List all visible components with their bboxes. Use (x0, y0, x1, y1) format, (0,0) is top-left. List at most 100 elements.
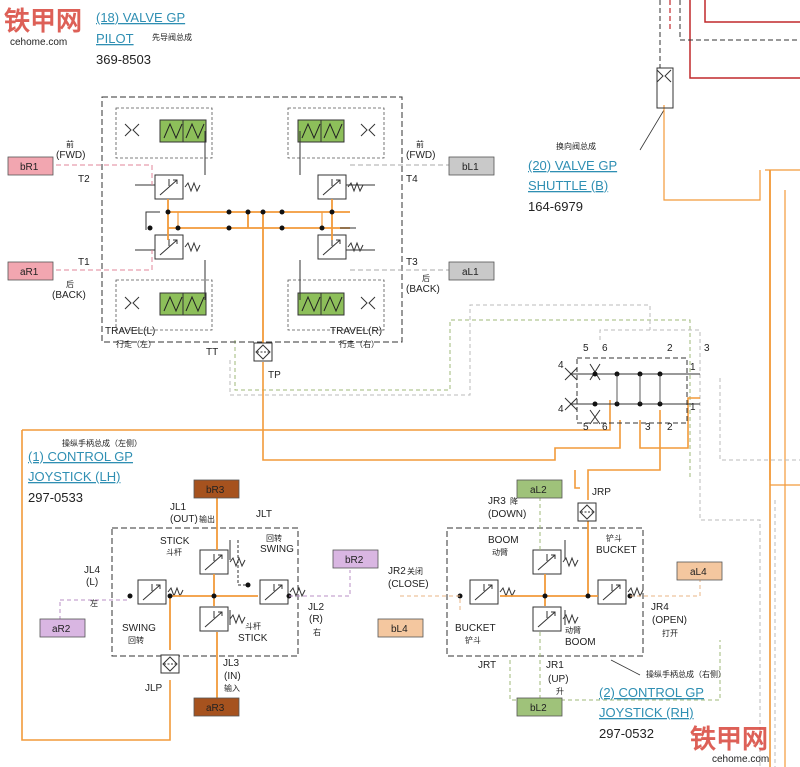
bucket-bottom: BUCKET (455, 623, 496, 634)
shuttle-port-6-top: 6 (602, 343, 608, 354)
jr1-cn: 升 (556, 687, 564, 696)
boom-bottom: BOOM (565, 637, 596, 648)
watermark-brand-bottom: 铁甲网 (690, 724, 768, 755)
jr2-cn: 关闭 (407, 566, 423, 576)
joy-rh-title-1: (2) CONTROL GP (599, 685, 704, 700)
watermark-site-top: cehome.com (10, 37, 67, 48)
port-t1: T1 (78, 257, 90, 268)
svg-text:aR1: aR1 (20, 267, 39, 278)
travel-r-cn: 行走（右） (339, 339, 379, 349)
port-tp: TP (268, 370, 281, 381)
boom-label: BOOM (488, 535, 519, 546)
jrp: JRP (592, 487, 611, 498)
svg-text:bR1: bR1 (20, 162, 39, 173)
joy-rh-title-2: JOYSTICK (RH) (599, 705, 694, 720)
stick-label: STICK (160, 536, 190, 547)
stick-bottom: STICK (238, 633, 268, 644)
joy-lh-title-cn: 操纵手柄总成（左侧） (62, 438, 142, 448)
jl2: JL2 (308, 602, 325, 613)
shuttle-port-2-top: 2 (667, 343, 673, 354)
svg-text:bL2: bL2 (530, 703, 547, 714)
shuttle-port-4-a: 4 (558, 360, 564, 371)
svg-text:aL2: aL2 (530, 485, 547, 496)
shuttle-part-no: 164-6979 (528, 199, 583, 214)
svg-text:aR2: aR2 (52, 624, 71, 635)
back-cn-right: 后 (422, 273, 430, 283)
joy-lh-part-no: 297-0533 (28, 490, 83, 505)
tag-al2: aL2 (516, 479, 563, 499)
swing-bottom: SWING (122, 623, 156, 634)
travel-r: TRAVEL(R) (330, 326, 382, 337)
jr2: JR2 (388, 566, 406, 577)
jlp: JLP (145, 683, 163, 694)
tag-bl4: bL4 (377, 618, 424, 638)
jl2-r: (R) (309, 614, 323, 625)
jr2-close: (CLOSE) (388, 579, 429, 590)
jr3-cn: 降 (510, 496, 518, 506)
svg-text:aL1: aL1 (462, 267, 479, 278)
pilot-title-1: (18) VALVE GP (96, 10, 185, 25)
travel-l: TRAVEL(L) (105, 326, 155, 337)
svg-text:bL1: bL1 (462, 162, 479, 173)
svg-text:bL4: bL4 (391, 624, 408, 635)
stick-bottom-cn: 斗杆 (245, 621, 261, 631)
jl4-cn: 左 (90, 598, 98, 608)
back-left: (BACK) (52, 290, 86, 301)
port-t3: T3 (406, 257, 418, 268)
swing-bottom-cn: 回转 (128, 635, 144, 645)
jr1: JR1 (546, 660, 564, 671)
boom-bottom-cn: 动臂 (565, 625, 581, 635)
joy-rh-title-cn: 操纵手柄总成（右侧） (646, 669, 726, 679)
jr1-up: (UP) (548, 674, 569, 685)
pilot-part-no: 369-8503 (96, 52, 151, 67)
jr4: JR4 (651, 602, 669, 613)
joy-lh-title-2: JOYSTICK (LH) (28, 469, 120, 484)
back-cn-left: 后 (66, 279, 74, 289)
shuttle-port-5-top: 5 (583, 343, 589, 354)
joystick-rh-group (400, 497, 701, 700)
travel-l-cn: 行走（左） (116, 339, 156, 349)
fwd-left: (FWD) (56, 150, 85, 161)
bucket-bottom-cn: 铲斗 (465, 635, 481, 645)
jl3-in: (IN) (224, 671, 241, 682)
tag-br2: bR2 (332, 549, 379, 569)
shuttle-port-3-top: 3 (704, 343, 710, 354)
tag-al4: aL4 (676, 561, 723, 581)
jr4-cn: 打开 (662, 628, 678, 638)
tag-br1: bR1 (7, 156, 54, 176)
jlt: JLT (256, 509, 272, 520)
joy-rh-part-no: 297-0532 (599, 726, 654, 741)
watermark-site-bottom: cehome.com (712, 754, 769, 765)
jl3: JL3 (223, 658, 240, 669)
bucket-cn-top: 铲斗 (606, 533, 622, 543)
swing-cn-top: 回转 (266, 533, 282, 543)
joystick-lh-group (59, 496, 351, 700)
jl1-cn: 输出 (199, 514, 215, 524)
pilot-valve-group (40, 96, 450, 362)
tag-bl2: bL2 (516, 697, 563, 717)
svg-text:bR3: bR3 (206, 485, 225, 496)
hydraulic-lines (21, 0, 800, 767)
jl2-cn: 右 (313, 627, 321, 637)
shuttle-port-1-a: 1 (690, 362, 696, 373)
tag-bl1: bL1 (448, 156, 495, 176)
shuttle-port-3-bot: 3 (645, 422, 651, 433)
svg-text:aL4: aL4 (690, 567, 707, 578)
back-right: (BACK) (406, 284, 440, 295)
joy-lh-title-1: (1) CONTROL GP (28, 449, 133, 464)
swing-top: SWING (260, 544, 294, 555)
tag-ar2: aR2 (39, 618, 86, 638)
tag-br3: bR3 (193, 479, 240, 499)
jl4: JL4 (84, 565, 101, 576)
pilot-title-2: PILOT (96, 31, 134, 46)
shuttle-title-cn: 换向阀总成 (556, 141, 596, 151)
tag-al1: aL1 (448, 261, 495, 281)
port-t2: T2 (78, 174, 90, 185)
fwd-cn-right: 前 (416, 139, 424, 149)
shuttle-port-2-bot: 2 (667, 422, 673, 433)
watermark-brand-top: 铁甲网 (4, 6, 82, 37)
jl1-out: (OUT) (170, 514, 198, 525)
jr4-open: (OPEN) (652, 615, 687, 626)
bucket-top: BUCKET (596, 545, 637, 556)
